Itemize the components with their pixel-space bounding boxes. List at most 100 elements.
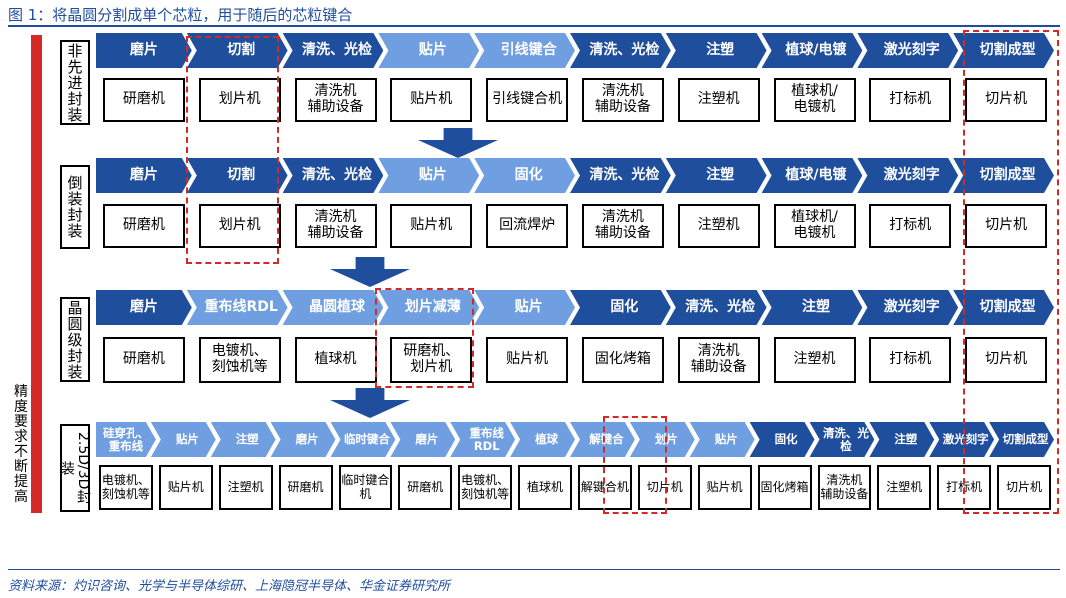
process-step: 切割 <box>187 158 288 193</box>
equipment-box: 清洗机 辅助设备 <box>581 78 664 122</box>
process-step: 磨片 <box>390 422 455 457</box>
process-step: 清洗、光检 <box>810 422 875 457</box>
process-step: 注塑 <box>666 33 767 68</box>
process-step: 晶圆植球 <box>283 290 384 325</box>
equipment-box: 研磨机 <box>102 337 185 383</box>
equipment-box: 贴片机 <box>390 78 473 122</box>
equipment-box: 切片机 <box>965 78 1048 122</box>
process-step: 激光刻字 <box>857 158 958 193</box>
equipment-box: 切片机 <box>637 465 692 510</box>
equipment-box: 植球机 <box>518 465 572 510</box>
equipment-box: 研磨机 <box>102 204 185 248</box>
equipment-box: 研磨机 <box>398 465 453 510</box>
process-step: 清洗、光检 <box>666 290 767 325</box>
process-step: 贴片 <box>474 290 575 325</box>
equipment-box: 贴片机 <box>390 204 473 248</box>
process-step: 磨片 <box>96 158 192 193</box>
process-step: 硅穿孔、 重布线 <box>96 422 156 457</box>
equipment-box: 切片机 <box>965 337 1048 383</box>
equipment-box: 注塑机 <box>677 78 760 122</box>
process-step: 重布线RDL <box>450 422 515 457</box>
cut-forming-highlight-frame <box>963 30 1059 514</box>
row-label: 晶圆级封装 <box>60 297 90 382</box>
equipment-box: 电镀机、 刻蚀机等 <box>198 337 281 383</box>
equipment-box: 贴片机 <box>158 465 213 510</box>
equipment-box: 引线键合机 <box>486 78 569 122</box>
bottom-divider <box>8 569 1060 570</box>
equipment-box: 切片机 <box>997 465 1051 510</box>
process-step: 划片 <box>630 422 695 457</box>
process-step: 固化 <box>750 422 815 457</box>
figure-title: 图 1：将晶圆分割成单个芯粒，用于随后的芯粒键合 <box>8 6 353 24</box>
equipment-box: 清洗机 辅助设备 <box>817 465 872 510</box>
equipment-box: 清洗机 辅助设备 <box>294 204 377 248</box>
process-step: 固化 <box>474 158 575 193</box>
equipment-box: 固化烤箱 <box>757 465 812 510</box>
process-step: 临时键合 <box>331 422 396 457</box>
process-step: 清洗、光检 <box>570 33 671 68</box>
process-step: 激光刻字 <box>857 33 958 68</box>
process-step: 切割成型 <box>953 158 1054 193</box>
process-step: 引线键合 <box>474 33 575 68</box>
equipment-box: 清洗机 辅助设备 <box>581 204 664 248</box>
equipment-box: 电镀机、 刻蚀机等 <box>458 465 513 510</box>
process-step: 磨片 <box>271 422 336 457</box>
equipment-box: 临时键合机 <box>338 465 393 510</box>
process-step: 切割成型 <box>953 290 1054 325</box>
process-step: 贴片 <box>378 158 479 193</box>
down-arrow-icon <box>330 257 410 287</box>
row-label: 2.5D/3D封装 <box>59 424 91 512</box>
precision-axis-bar <box>31 35 42 513</box>
equipment-box: 打标机 <box>869 337 952 383</box>
process-step: 贴片 <box>690 422 755 457</box>
equipment-box: 清洗机 辅助设备 <box>677 337 760 383</box>
equipment-box: 研磨机、 划片机 <box>390 337 473 383</box>
equipment-box: 植球机 <box>294 337 377 383</box>
equipment-box: 打标机 <box>869 204 952 248</box>
equipment-box: 研磨机 <box>278 465 333 510</box>
equipment-box: 植球机/ 电镀机 <box>773 204 856 248</box>
process-step: 激光刻字 <box>857 290 958 325</box>
down-arrow-icon <box>330 388 410 418</box>
top-divider <box>8 25 1060 27</box>
equipment-box: 固化烤箱 <box>581 337 664 383</box>
equipment-box: 切片机 <box>965 204 1048 248</box>
process-step: 磨片 <box>96 33 192 68</box>
source-note: 资料来源：灼识咨询、光学与半导体综研、上海隐冠半导体、华金证券研究所 <box>8 579 451 594</box>
equipment-box: 电镀机、 刻蚀机等 <box>99 465 153 510</box>
process-step: 植球/电镀 <box>762 33 863 68</box>
process-step: 清洗、光检 <box>570 158 671 193</box>
process-step: 激光刻字 <box>929 422 994 457</box>
process-step: 划片减薄 <box>378 290 479 325</box>
equipment-box: 贴片机 <box>486 337 569 383</box>
process-step: 植球/电镀 <box>762 158 863 193</box>
precision-axis-label: 精度要求不断提高 <box>14 384 28 505</box>
equipment-box: 注塑机 <box>218 465 273 510</box>
process-step: 清洗、光检 <box>283 158 384 193</box>
scribing-highlight-frame <box>603 416 667 514</box>
process-step: 重布线RDL <box>187 290 288 325</box>
process-step: 固化 <box>570 290 671 325</box>
equipment-box: 划片机 <box>198 204 281 248</box>
dicing-highlight-frame <box>186 36 279 264</box>
equipment-box: 注塑机 <box>877 465 932 510</box>
process-step: 注塑 <box>666 158 767 193</box>
equipment-box: 注塑机 <box>773 337 856 383</box>
equipment-box: 植球机/ 电镀机 <box>773 78 856 122</box>
process-step: 清洗、光检 <box>283 33 384 68</box>
equipment-box: 打标机 <box>869 78 952 122</box>
process-step: 贴片 <box>151 422 216 457</box>
equipment-box: 贴片机 <box>697 465 752 510</box>
equipment-box: 划片机 <box>198 78 281 122</box>
process-step: 磨片 <box>96 290 192 325</box>
process-step: 注塑 <box>762 290 863 325</box>
equipment-box: 注塑机 <box>677 204 760 248</box>
down-arrow-icon <box>418 128 498 158</box>
row-label: 非先进封装 <box>60 40 90 125</box>
process-step: 解键合 <box>570 422 635 457</box>
process-step: 植球 <box>510 422 575 457</box>
row-label: 倒装封装 <box>60 165 90 249</box>
equipment-box: 清洗机 辅助设备 <box>294 78 377 122</box>
process-step: 注塑 <box>211 422 276 457</box>
equipment-box: 回流焊炉 <box>486 204 569 248</box>
